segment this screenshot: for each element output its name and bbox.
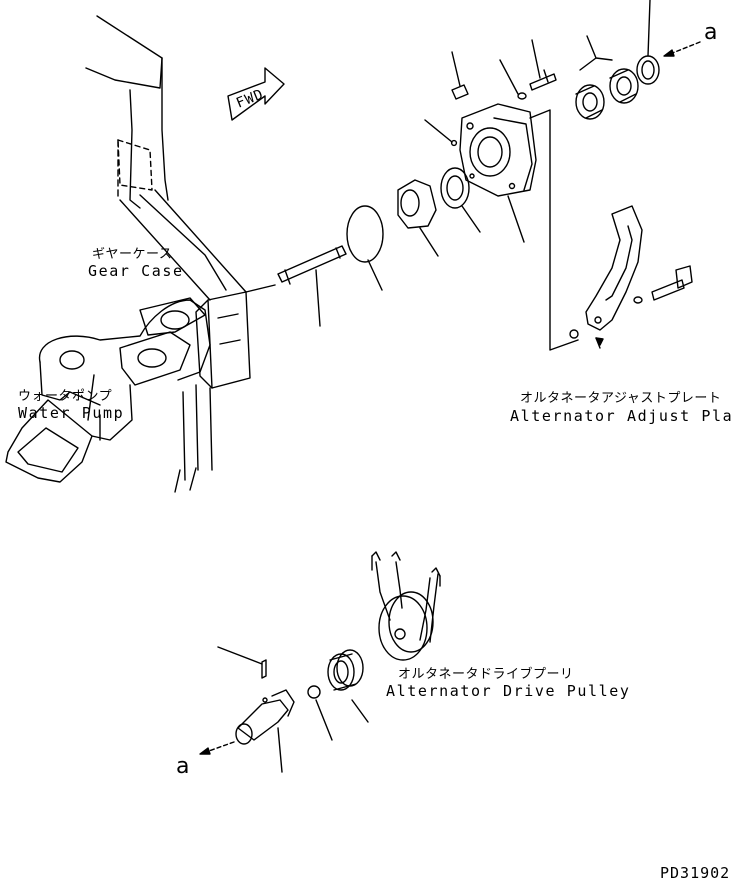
drive-bearing	[328, 650, 368, 722]
reference-marker-top: a	[704, 20, 718, 45]
drive-pulley-label-jp: オルタネータドライブプーリ	[398, 667, 574, 682]
gear-case-label-en: Gear Case	[88, 262, 184, 280]
leader-line	[530, 110, 578, 350]
adjust-bolt	[634, 266, 692, 303]
gear-case-housing	[86, 16, 275, 492]
ball	[308, 686, 332, 740]
water-pump-label-en: Water Pump	[18, 404, 125, 422]
small-bolt	[452, 52, 468, 99]
hex-bolt	[530, 40, 556, 90]
o-ring-gasket	[347, 206, 383, 290]
drive-pulley-label-en: Alternator Drive Pulley	[386, 682, 631, 700]
water-pump-label-jp: ウォータポンプ	[18, 389, 113, 404]
washer-small	[500, 60, 526, 99]
reference-arrow-a-bottom	[200, 742, 234, 754]
drive-pulley	[372, 552, 440, 660]
adjust-plate-label-jp: オルタネータアジャストプレート	[520, 391, 722, 406]
reference-arrow-a-top	[664, 42, 700, 56]
adjust-plate-label-en: Alternator Adjust Plate	[510, 407, 733, 425]
drive-shaft	[278, 246, 346, 326]
reference-marker-bottom: a	[176, 754, 190, 779]
locknut	[398, 180, 438, 256]
fwd-arrow	[228, 68, 284, 120]
adjust-plate	[570, 206, 642, 348]
bearing-housing	[425, 104, 536, 242]
pulley-shaft	[218, 647, 294, 772]
lock-washer	[441, 168, 480, 232]
bearings-pair	[576, 36, 638, 119]
gear-case-label-jp: ギヤーケース	[92, 247, 173, 262]
drawing-id: PD31902	[660, 864, 731, 882]
water-pump	[6, 298, 210, 482]
spacer-washer	[637, 0, 659, 84]
